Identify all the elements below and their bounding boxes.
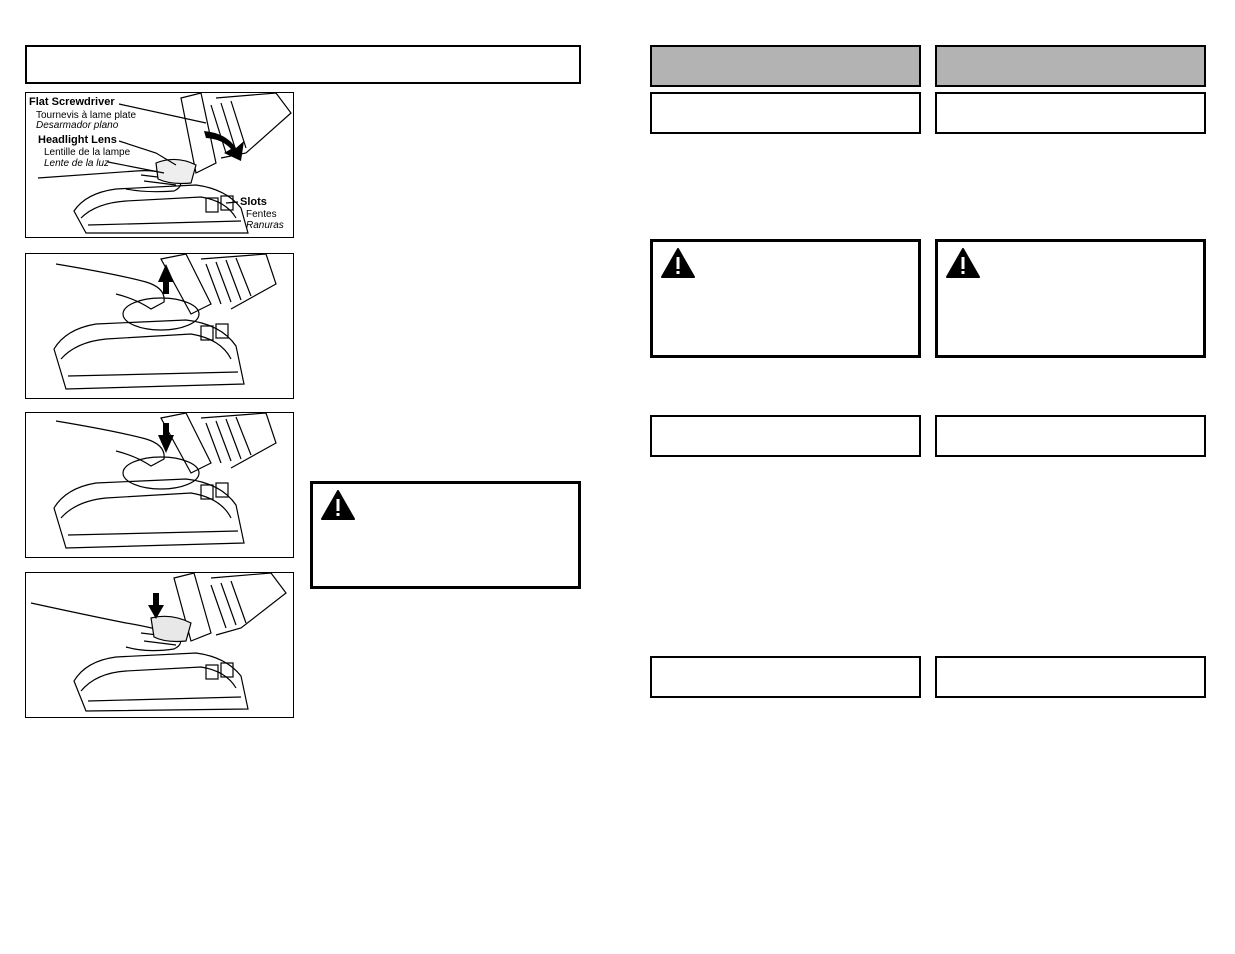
flat-screwdriver-label-es: Desarmador plano xyxy=(36,120,119,131)
slots-label-es: Ranuras xyxy=(246,220,284,231)
arrow-icon xyxy=(158,264,174,294)
figure-lift-lens xyxy=(25,253,294,399)
warning-box-right-1 xyxy=(650,239,921,358)
right-section-box-right-2 xyxy=(935,415,1206,457)
warning-triangle-icon xyxy=(946,248,980,278)
arrow-icon xyxy=(148,593,164,619)
figure-headlight-lens-removal: Flat Screwdriver Tournevis à lame plate … xyxy=(25,92,294,238)
right-subheader-box-left xyxy=(650,92,921,134)
headlight-lens-label: Headlight Lens xyxy=(38,134,117,146)
arrow-icon xyxy=(204,131,244,161)
slots-label: Slots xyxy=(240,196,267,208)
warning-box-right-2 xyxy=(935,239,1206,358)
warning-triangle-icon xyxy=(321,490,355,520)
vacuum-nozzle-illustration xyxy=(37,93,292,234)
left-section-header-box xyxy=(25,45,581,84)
headlight-lens-label-fr: Lentille de la lampe xyxy=(44,147,131,158)
right-section-box-left-2 xyxy=(650,415,921,457)
warning-triangle-icon xyxy=(661,248,695,278)
right-subheader-box-right xyxy=(935,92,1206,134)
headlight-lens-label-es: Lente de la luz xyxy=(44,158,110,169)
figure-press-lens xyxy=(25,572,294,718)
warning-box-left xyxy=(310,481,581,589)
right-header-gray-left xyxy=(650,45,921,87)
right-header-gray-right xyxy=(935,45,1206,87)
right-section-box-right-3 xyxy=(935,656,1206,698)
flat-screwdriver-label-fr: Tournevis à lame plate xyxy=(36,110,137,121)
vacuum-nozzle-illustration xyxy=(53,413,277,549)
figure-insert-lens xyxy=(25,412,294,558)
vacuum-nozzle-illustration xyxy=(53,254,277,390)
right-section-box-left-3 xyxy=(650,656,921,698)
flat-screwdriver-label: Flat Screwdriver xyxy=(29,96,115,108)
arrow-icon xyxy=(158,423,174,453)
slots-label-fr: Fentes xyxy=(246,209,277,220)
vacuum-nozzle-illustration xyxy=(30,573,287,712)
